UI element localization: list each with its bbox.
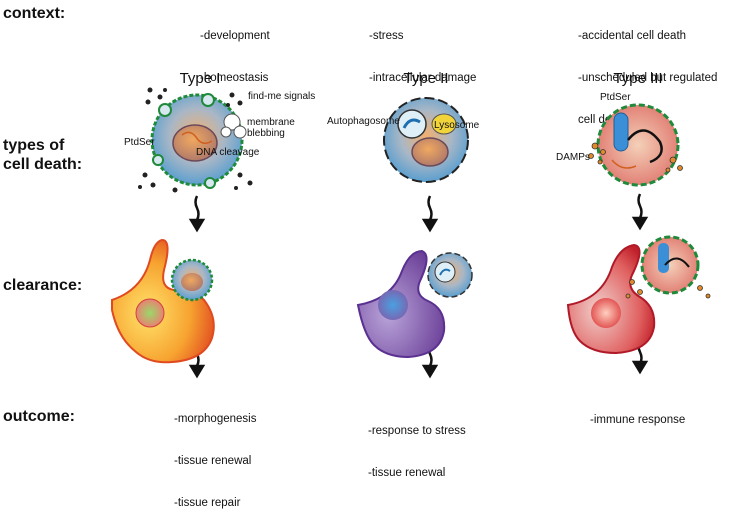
context-line: -stress: [369, 30, 404, 42]
type1-apoptotic-cell: [138, 87, 253, 193]
type3-phagocyte: [566, 235, 711, 355]
outcome-line: -morphogenesis: [174, 413, 257, 425]
annotation-dna-cleavage: DNA cleavage: [196, 147, 260, 158]
outcome-type2: -response to stress -tissue renewal: [368, 396, 466, 494]
context-type2: -stress -intracellular damage: [369, 1, 476, 99]
context-line: -intracellular damage: [369, 72, 477, 84]
annotation-find-me-signals: find-me signals: [248, 91, 316, 102]
context-line: -unscheduled but regulated: [578, 72, 718, 84]
annotation-lysosome: Lysosome: [434, 120, 480, 131]
annotation-blebbing: blebbing: [247, 128, 285, 139]
row-label-types: types of cell death:: [3, 137, 83, 173]
outcome-type1: -morphogenesis -tissue renewal -tissue r…: [174, 384, 256, 524]
outcome-line: -tissue renewal: [368, 467, 446, 479]
outcome-line: -response to stress: [368, 425, 466, 437]
context-type3: -accidental cell death -unscheduled but …: [578, 1, 717, 141]
annotation-autophagosome: Autophagosome: [327, 116, 400, 127]
context-type1: -development -homeostasis: [200, 1, 270, 99]
annotation-ptdser: PtdSer: [124, 137, 155, 148]
context-line: -accidental cell death: [578, 30, 687, 42]
type1-phagocyte: [111, 238, 215, 364]
type2-title: Type II: [403, 70, 449, 87]
type1-title: Type I: [179, 70, 221, 87]
type2-phagocyte: [356, 249, 473, 359]
outcome-type3: -immune response: [590, 385, 685, 441]
annotation-damps: DAMPs: [556, 152, 590, 163]
outcome-line: -tissue renewal: [174, 455, 252, 467]
row-label-context: context:: [3, 5, 66, 22]
type2-autophagic-cell: [383, 97, 469, 183]
type3-necrotic-cell: [588, 103, 683, 187]
row-label-outcome: outcome:: [3, 408, 75, 425]
row-label-clearance: clearance:: [3, 277, 83, 294]
outcome-line: -immune response: [590, 414, 686, 426]
diagram-art: [111, 87, 711, 379]
outcome-line: -tissue repair: [174, 497, 241, 509]
annotation-ptdser-type3: PtdSer: [600, 92, 631, 103]
annotation-membrane: membrane: [247, 117, 295, 128]
context-line: -development: [200, 30, 270, 42]
type3-title: Type III: [613, 70, 663, 87]
context-line: -homeostasis: [200, 72, 269, 84]
